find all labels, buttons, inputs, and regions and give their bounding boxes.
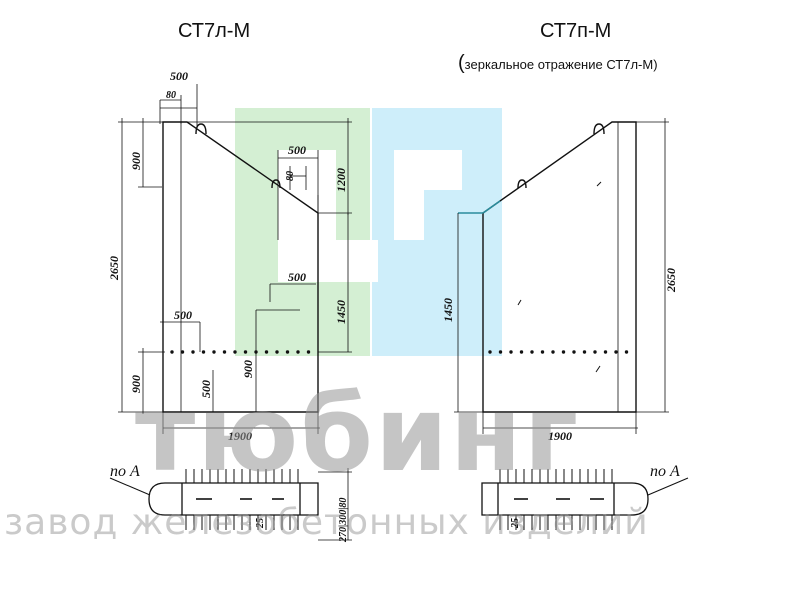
left-title: СТ7л-М — [178, 20, 251, 42]
section-label-left: по А — [110, 463, 140, 480]
anchor-dot — [582, 350, 587, 354]
dim-80-top: 80 — [166, 90, 176, 101]
section-label-right: по А — [650, 463, 680, 480]
section-dim-25-right: 25 — [510, 518, 521, 529]
anchor-dot — [264, 350, 269, 354]
right-note-text: зеркальное отражение СТ7л-М) — [464, 57, 658, 72]
logo-cutout-4 — [278, 240, 378, 282]
right-title: СТ7п-М — [540, 20, 612, 42]
dim-500-top: 500 — [170, 69, 188, 83]
dim-1200: 1200 — [334, 168, 348, 192]
left-loop-1 — [195, 123, 207, 135]
anchor-dot — [306, 350, 311, 354]
dim-500-mid-a: 500 — [288, 270, 306, 284]
dim-500-v: 500 — [199, 380, 213, 398]
section-a-right-ribs — [499, 469, 613, 530]
anchor-dot — [509, 350, 513, 354]
section-a-left — [109, 468, 352, 541]
watermark-tagline: завод железобетонных изделий — [4, 502, 649, 543]
dim-2650: 2650 — [107, 256, 121, 281]
anchor-dot — [296, 350, 300, 354]
anchor-dot — [201, 350, 206, 354]
dim-1900-right: 1900 — [548, 429, 572, 443]
section-a-right — [481, 477, 689, 516]
anchor-dot — [498, 350, 503, 354]
anchor-dot — [593, 350, 597, 354]
dim-500-mid-b: 500 — [174, 308, 192, 322]
anchor-dot — [233, 350, 237, 354]
dot-rows — [170, 350, 629, 354]
section-dims-vertical: 270|300|80 — [338, 498, 349, 543]
right-loop-2 — [517, 179, 527, 189]
anchor-dot — [572, 350, 576, 354]
dim-900-bottom: 900 — [129, 375, 143, 393]
anchor-dot — [191, 350, 195, 354]
dim-1450-right: 1450 — [441, 298, 455, 322]
anchor-dot — [614, 350, 618, 354]
section-dim-25-left: 25 — [255, 518, 266, 529]
anchor-dot — [275, 350, 279, 354]
left-dim-lines — [118, 84, 352, 434]
anchor-dot — [561, 350, 566, 354]
anchor-dot — [222, 350, 227, 354]
right-loop-1 — [593, 123, 605, 135]
anchor-dot — [170, 350, 174, 354]
watermark-brand: тюбинг — [135, 373, 581, 495]
anchor-dot — [212, 350, 216, 354]
dim-900-inner: 900 — [241, 360, 255, 378]
logo-cutout-3 — [394, 190, 424, 240]
anchor-dot — [540, 350, 545, 354]
logo-cutout-2 — [394, 150, 462, 190]
logo-blue-block — [372, 108, 502, 356]
right-note: (зеркальное отражение СТ7л-М) — [458, 52, 658, 75]
anchor-dot — [285, 350, 290, 354]
anchor-dot — [519, 350, 524, 354]
anchor-dot — [180, 350, 185, 354]
anchor-dot — [551, 350, 555, 354]
anchor-dot — [530, 350, 534, 354]
anchor-dot — [603, 350, 608, 354]
anchor-dot — [624, 350, 629, 354]
dim-900-top: 900 — [129, 152, 143, 170]
dim-500-step: 500 — [288, 143, 306, 157]
dim-1900-left: 1900 — [228, 429, 252, 443]
left-loop-2 — [271, 179, 281, 189]
right-dim-lines — [454, 118, 669, 434]
dim-80-step: 80 — [285, 171, 296, 181]
section-a-left-ribs — [185, 469, 299, 530]
dim-1450: 1450 — [334, 300, 348, 324]
anchor-dot — [243, 350, 248, 354]
right-panel-outline — [482, 121, 637, 413]
anchor-dot — [254, 350, 258, 354]
anchor-dot — [488, 350, 492, 354]
logo-cutout-1 — [278, 150, 336, 240]
dim-2650-right: 2650 — [664, 268, 678, 293]
right-note-paren: ( — [458, 52, 465, 74]
